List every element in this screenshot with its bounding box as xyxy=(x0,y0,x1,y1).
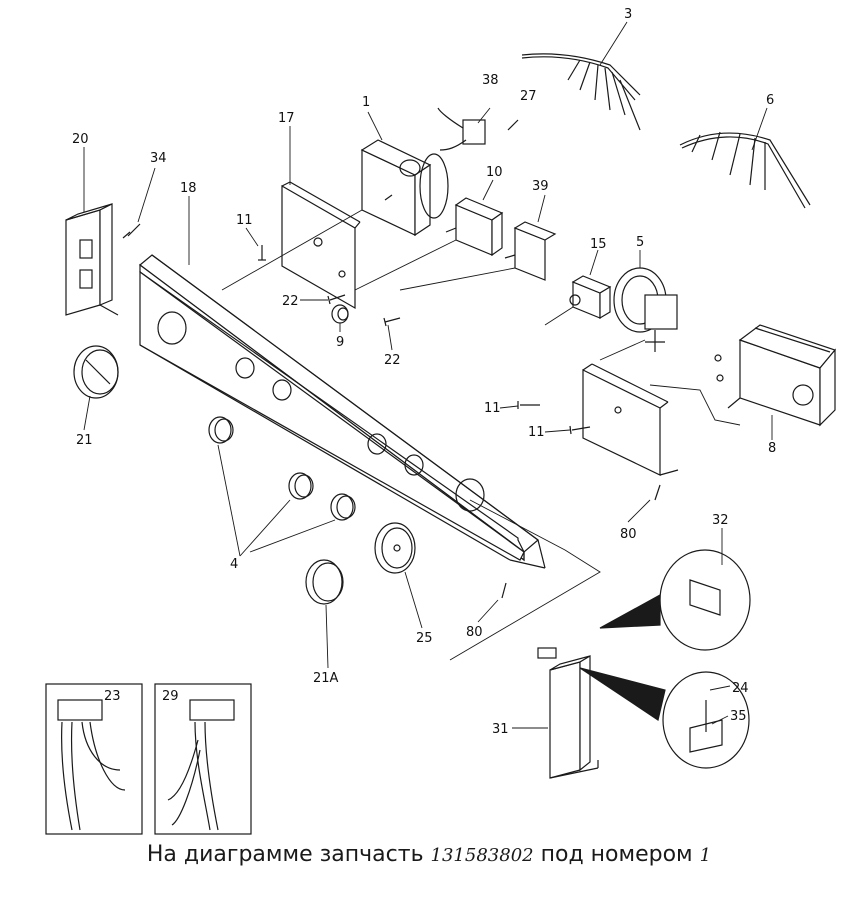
callout-22-b: 22 xyxy=(384,353,401,368)
caption-middle: под номером xyxy=(540,842,693,867)
mounting-bracket-right xyxy=(582,363,679,476)
connector-box-23 xyxy=(45,683,143,835)
callout-25: 25 xyxy=(416,631,433,646)
callout-39: 39 xyxy=(532,179,549,194)
leader-lines xyxy=(83,21,773,729)
bracket-part-20 xyxy=(65,203,119,316)
callout-35: 35 xyxy=(730,709,747,724)
callout-29: 29 xyxy=(162,689,179,704)
console-panel xyxy=(139,254,546,569)
callout-23: 23 xyxy=(104,689,121,704)
knob-part-4-a xyxy=(208,416,234,444)
screw-22-a xyxy=(327,294,346,305)
callout-31: 31 xyxy=(492,722,509,737)
callout-6: 6 xyxy=(766,93,774,108)
callout-24: 24 xyxy=(732,681,749,696)
callout-38: 38 xyxy=(482,73,499,88)
screw-80-b xyxy=(501,582,507,599)
switch-part-39 xyxy=(504,221,557,281)
callout-11-b: 11 xyxy=(484,401,501,416)
screw-11-a xyxy=(258,245,266,261)
callout-20: 20 xyxy=(72,132,89,147)
callout-15: 15 xyxy=(590,237,607,252)
bracket-part-31 xyxy=(537,647,599,779)
diagram-caption: На диаграмме запчасть 131583802 под номе… xyxy=(0,842,858,867)
timer-part-1 xyxy=(360,139,449,237)
knob-part-4-c xyxy=(330,493,356,521)
connector-box-29 xyxy=(154,683,252,835)
screw-11-c xyxy=(569,425,591,435)
callout-1: 1 xyxy=(362,95,370,110)
callout-9: 9 xyxy=(336,335,344,350)
wiring-runs xyxy=(221,209,741,661)
pressure-switch-part-5 xyxy=(613,267,678,352)
callout-80-a: 80 xyxy=(620,527,637,542)
callout-21a: 21A xyxy=(313,671,339,686)
wire-harness-part-3 xyxy=(521,53,641,131)
detail-circle-35 xyxy=(579,667,750,769)
screw-11-b xyxy=(517,401,540,409)
callout-3: 3 xyxy=(624,7,632,22)
knob-part-21 xyxy=(73,345,119,399)
callout-34: 34 xyxy=(150,151,167,166)
detail-circle-32 xyxy=(599,549,751,651)
callout-4: 4 xyxy=(230,557,238,572)
callout-18: 18 xyxy=(180,181,197,196)
callout-80-b: 80 xyxy=(466,625,483,640)
dial-ring-part-25 xyxy=(374,522,416,574)
screw-27 xyxy=(507,119,519,131)
screw-22-b xyxy=(383,317,401,327)
callout-5: 5 xyxy=(636,235,644,250)
wire-harness-part-6 xyxy=(679,131,811,209)
relay-part-38 xyxy=(437,107,486,151)
callout-11-a: 11 xyxy=(236,213,253,228)
callout-17: 17 xyxy=(278,111,295,126)
callout-21: 21 xyxy=(76,433,93,448)
switch-part-10 xyxy=(445,197,504,257)
callout-labels: 1 3 4 5 6 8 9 10 11 11 11 15 17 18 20 21… xyxy=(72,7,776,737)
selector-part-15 xyxy=(569,275,612,320)
callout-8: 8 xyxy=(768,441,776,456)
callout-27: 27 xyxy=(520,89,537,104)
callout-11-c: 11 xyxy=(528,425,545,440)
caption-part-number: 131583802 xyxy=(430,845,534,866)
caption-part-index: 1 xyxy=(699,845,712,866)
callout-22-a: 22 xyxy=(282,294,299,309)
knob-part-21a xyxy=(305,559,344,605)
callout-10: 10 xyxy=(486,165,503,180)
bushing-part-9 xyxy=(331,304,349,324)
screw-80-a xyxy=(654,484,661,501)
screw-34 xyxy=(122,223,141,239)
mounting-bracket-left xyxy=(281,181,361,310)
callout-32: 32 xyxy=(712,513,729,528)
module-part-8 xyxy=(714,324,837,427)
knob-part-4-b xyxy=(288,472,314,500)
caption-prefix: На диаграмме запчасть xyxy=(146,842,424,867)
